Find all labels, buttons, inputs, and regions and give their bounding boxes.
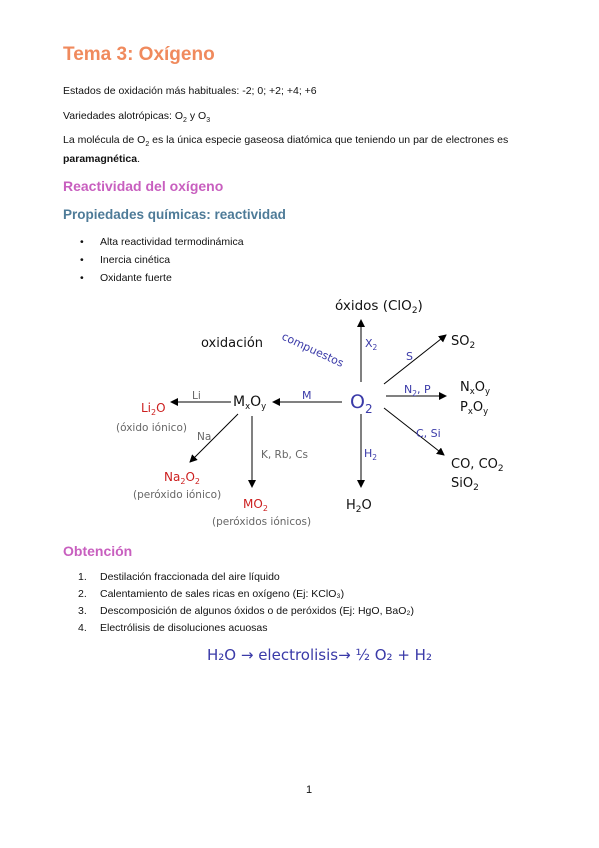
arrow-na2o2	[189, 413, 239, 463]
s-label: S	[406, 350, 413, 363]
x2-label: X2	[365, 337, 378, 352]
oxido-ionico-label: (óxido iónico)	[116, 422, 187, 434]
list-item: Oxidante fuerte	[63, 269, 244, 287]
list-item: Alta reactividad termodinámica	[63, 233, 244, 251]
oxidos-label: óxidos (ClO2)	[335, 298, 423, 316]
paramagnetic-text: La molécula de O2 es la única especie ga…	[63, 134, 509, 166]
nxoy-label: NxOy	[460, 380, 490, 397]
pxoy-label: PxOy	[460, 400, 488, 417]
list-item: Inercia cinética	[63, 251, 244, 269]
co-label: CO, CO2	[451, 457, 504, 474]
arrow-so2	[383, 334, 447, 385]
list-item: 3.Descomposición de algunos óxidos o de …	[78, 605, 414, 617]
li-label: Li	[192, 390, 201, 402]
sio2-label: SiO2	[451, 476, 479, 493]
page-number: 1	[306, 784, 313, 796]
list-item: 2.Calentamiento de sales ricas en oxígen…	[78, 588, 345, 600]
np-label: N2, P	[404, 383, 431, 398]
m-label: M	[302, 389, 312, 402]
oxidation-states-text: Estados de oxidación más habituales: -2;…	[63, 85, 317, 97]
li2o-label: Li2O	[141, 401, 166, 417]
na-label: Na	[197, 431, 211, 443]
so2-label: SO2	[451, 334, 475, 351]
oxidacion-label: oxidación	[201, 336, 263, 351]
mxoy-label: MxOy	[233, 394, 266, 412]
h2-label: H2	[364, 447, 377, 462]
page-title: Tema 3: Oxígeno	[63, 44, 215, 65]
section-heading-obtencion: Obtención	[63, 543, 133, 559]
bullet-list: Alta reactividad termodinámica Inercia c…	[63, 233, 244, 287]
list-item: 4.Electrólisis de disoluciones acuosas	[78, 622, 268, 634]
krbcs-label: K, Rb, Cs	[261, 449, 308, 461]
na2o2-label: Na2O2	[164, 470, 200, 486]
csi-label: C, Si	[416, 427, 441, 440]
numbered-list: 1.Destilación fraccionada del aire líqui…	[63, 569, 414, 637]
list-item: 1.Destilación fraccionada del aire líqui…	[78, 571, 280, 583]
subheading-propiedades: Propiedades químicas: reactividad	[63, 207, 286, 222]
section-heading-reactividad: Reactividad del oxígeno	[63, 178, 224, 194]
h2o-label: H2O	[346, 498, 372, 515]
center-o2: O2	[350, 391, 373, 416]
allotropes-text: Variedades alotrópicas: O2 y O3	[63, 110, 211, 125]
peroxido-ionico-label: (peróxido iónico)	[133, 489, 221, 501]
peroxidos-ionicos-label: (peróxidos iónicos)	[212, 516, 311, 528]
electrolysis-equation: H₂O → electrolisis→ ½ O₂ + H₂	[207, 646, 432, 664]
compuestos-label: compuestos	[280, 330, 346, 370]
mo2-label: MO2	[243, 497, 268, 513]
arrow-co	[383, 407, 445, 456]
